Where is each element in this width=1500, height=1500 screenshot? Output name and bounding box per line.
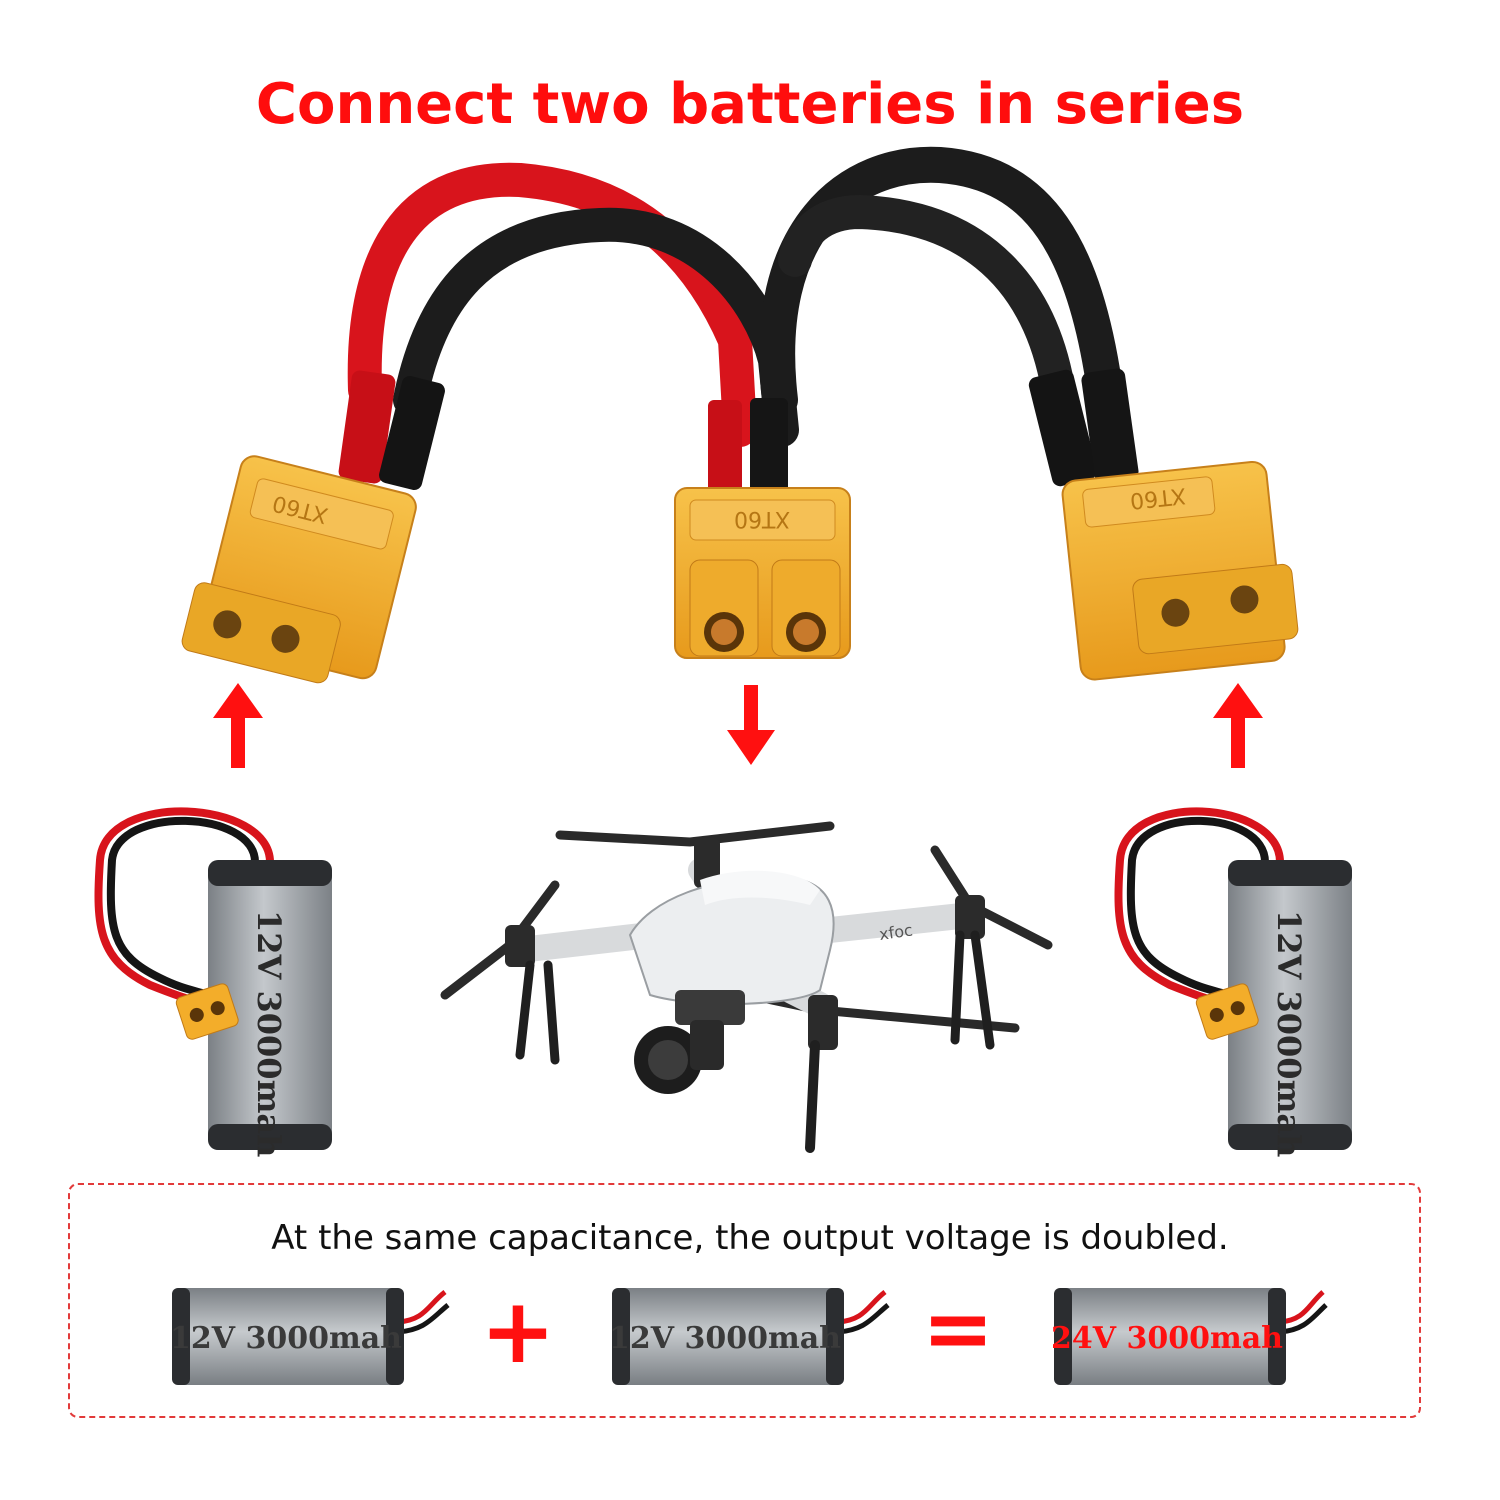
xt60-male-connector-left — [181, 455, 417, 684]
battery-left — [94, 807, 332, 1150]
xt60-marking-middle: XT60 — [734, 506, 790, 531]
xt60-marking-right: XT60 — [1129, 482, 1187, 513]
battery-equation-result — [1054, 1288, 1328, 1385]
info-box — [68, 1183, 1421, 1418]
harness-cables — [338, 146, 1139, 502]
battery-right-label: 12V 3000mah — [1270, 910, 1308, 1157]
battery-left-label: 12V 3000mah — [250, 910, 288, 1157]
drone — [440, 821, 1053, 1153]
page-title: Connect two batteries in series — [255, 72, 1245, 137]
battery-equation-b-label: 12V 3000mah — [609, 1321, 841, 1356]
battery-equation-b — [612, 1288, 890, 1385]
info-statement: At the same capacitance, the output volt… — [271, 1218, 1229, 1258]
xt60-male-connector-right — [1061, 460, 1299, 681]
battery-equation-result-label: 24V 3000mah — [1051, 1321, 1283, 1356]
plus-operator: + — [480, 1279, 555, 1384]
battery-right — [1114, 807, 1352, 1150]
drone-brand-marking: xfoc — [878, 920, 914, 944]
arrow-down-middle-icon — [727, 685, 775, 765]
arrow-up-right-icon — [1213, 683, 1263, 768]
equals-operator: = — [922, 1279, 994, 1379]
battery-equation-a — [172, 1288, 450, 1385]
arrow-up-left-icon — [213, 683, 263, 768]
battery-equation-a-label: 12V 3000mah — [170, 1321, 402, 1356]
xt60-female-connector-middle — [674, 487, 851, 659]
